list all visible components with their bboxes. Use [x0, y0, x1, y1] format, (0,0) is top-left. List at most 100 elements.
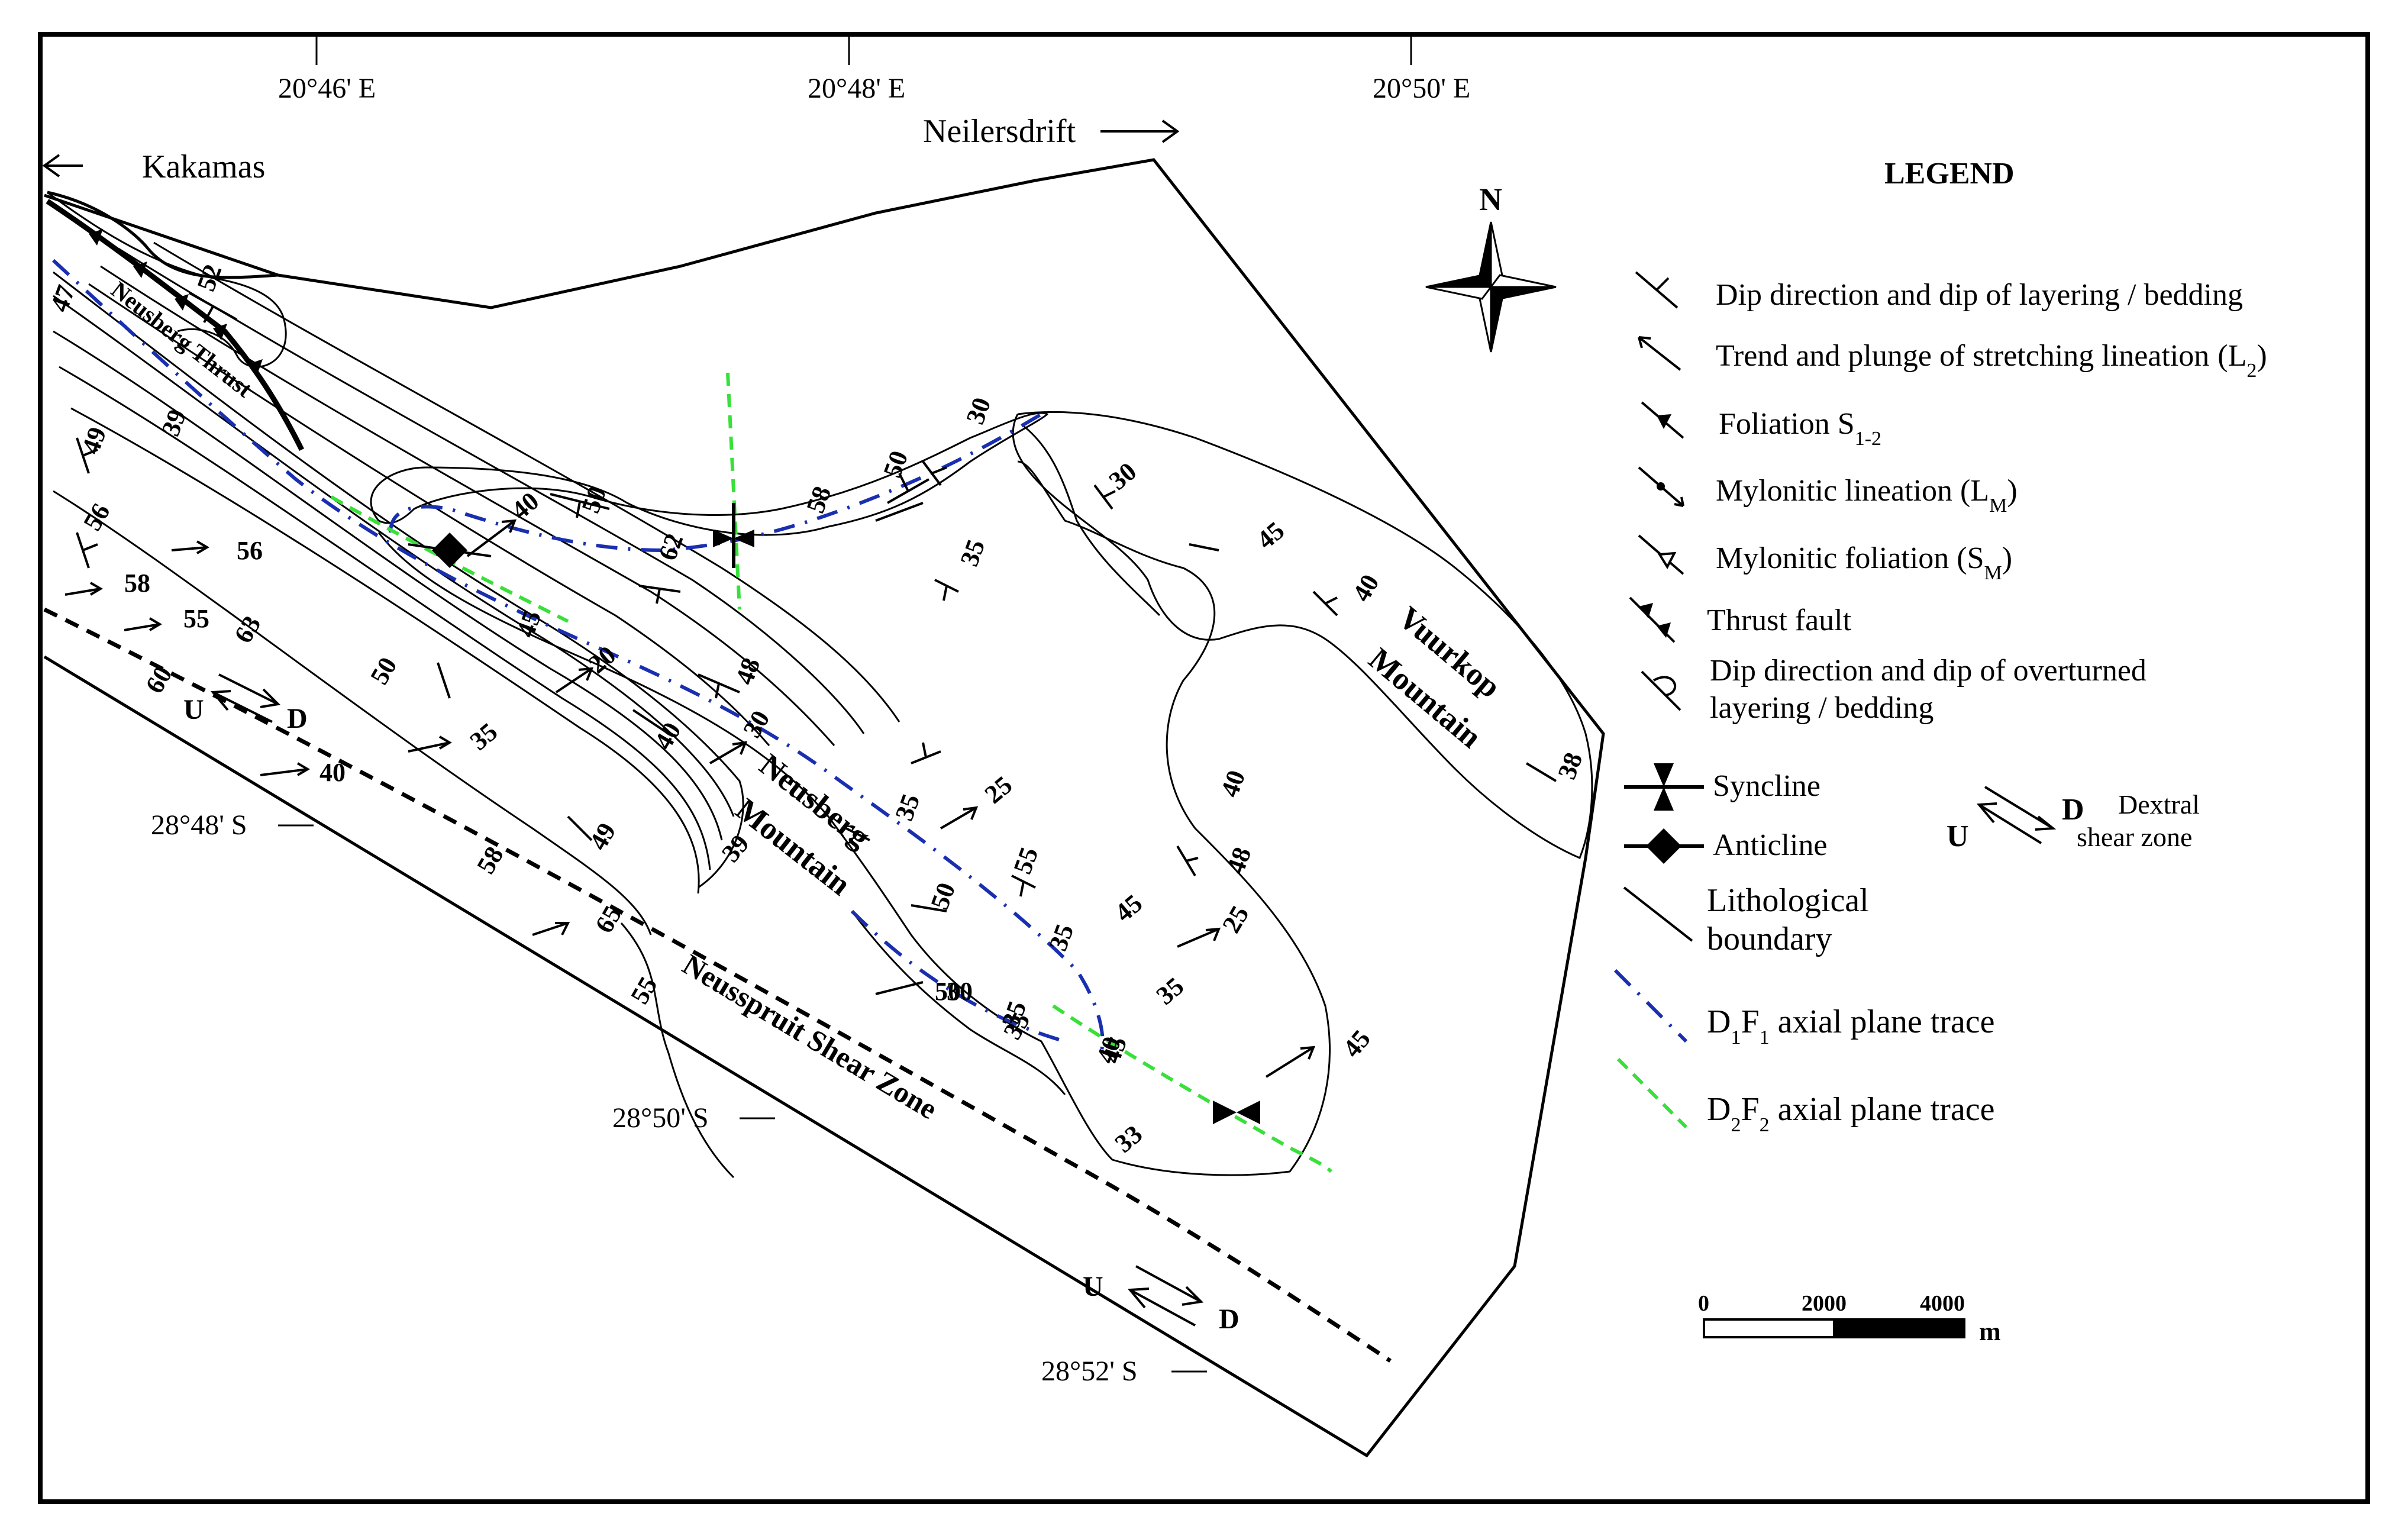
legend-foliation-text: Foliation S: [1719, 407, 1855, 441]
measurement: 35: [1043, 920, 1079, 954]
legend-mylonitic-lin-sub: M: [1989, 495, 2007, 517]
legend-d2-mid: F: [1741, 1091, 1759, 1128]
graticule: [278, 34, 1412, 1373]
latitude-50: 28°50' S: [612, 1102, 709, 1134]
measurement: 55: [183, 604, 209, 633]
measurement: 30: [737, 705, 775, 743]
legend-d1-mid: F: [1741, 1003, 1759, 1040]
measurement: 50: [935, 977, 961, 1006]
measurement: 50: [576, 482, 612, 517]
longitude-46: 20°46' E: [278, 73, 376, 104]
river-bank-top: [47, 191, 279, 279]
shear-d-west: D: [287, 703, 308, 734]
measurement: 30: [960, 393, 996, 428]
measurement: 56: [237, 536, 263, 565]
legend-litho-2: boundary: [1707, 921, 1832, 957]
legend-d2-sub2: 2: [1760, 1114, 1770, 1136]
latitude-52: 28°52' S: [1041, 1356, 1138, 1387]
legend-dextral-2: shear zone: [2077, 822, 2192, 852]
legend-anticline: Anticline: [1713, 828, 1828, 862]
north-label: N: [1479, 182, 1502, 217]
measurement: 45: [1337, 1024, 1376, 1063]
legend-dip-bedding-symbol: [1635, 271, 1679, 309]
legend-overturned-symbol: [1641, 670, 1681, 711]
d2-axial-trace-1: [726, 372, 741, 610]
d1-axial-trace-1: [51, 259, 1105, 1054]
legend-syncline: Syncline: [1713, 769, 1820, 803]
measurement: 40: [1215, 766, 1251, 801]
vuurkop-mountain-outline: [1012, 411, 1593, 859]
legend-thrust: Thrust fault: [1707, 604, 1852, 637]
measurement: 45: [1109, 889, 1148, 928]
measurement: 25: [979, 770, 1018, 809]
north-arrow: [1425, 221, 1557, 353]
measurement: 58: [471, 841, 509, 879]
vuurkop-inner-outline: [1023, 425, 1161, 617]
measurement: 48: [1221, 843, 1257, 877]
river-bank-inner: [47, 191, 287, 368]
legend-d1-sub2: 1: [1760, 1027, 1770, 1048]
measurement: 48: [729, 654, 766, 688]
d1-axial-trace-3: [850, 909, 1066, 1043]
legend-d2-sub1: 2: [1731, 1114, 1741, 1136]
measurement: 65: [589, 901, 627, 938]
lithological-belt: [53, 241, 900, 1179]
legend-dextral-d: D: [2062, 793, 2084, 827]
legend-mylonitic-lin-text: Mylonitic lineation (L: [1716, 474, 1989, 508]
measurement: 25: [1216, 901, 1254, 938]
legend-stretching-text: Trend and plunge of stretching lineation: [1716, 339, 2209, 373]
shear-sense-east: [1127, 1265, 1204, 1327]
kakamas-arrow: [42, 154, 83, 178]
measurement: 35: [889, 790, 925, 824]
legend-stretching-close: ): [2257, 339, 2267, 373]
legend-overturned-2: layering / bedding: [1710, 691, 1933, 725]
legend-title: LEGEND: [1884, 157, 2015, 191]
measurement: 30: [1103, 457, 1142, 496]
map-syncline-1: [713, 503, 754, 568]
legend-foliation-symbol: [1641, 401, 1684, 439]
shear-d-east: D: [1219, 1303, 1239, 1335]
neusberg-mountain-outline: [377, 460, 1331, 1176]
legend-d2-symbol: [1616, 1057, 1688, 1129]
shear-sense-west: [210, 673, 281, 723]
legend-litho-1: Lithological: [1707, 882, 1869, 919]
legend-foliation: Foliation S1-2: [1719, 407, 1881, 450]
legend-d1-tail: axial plane trace: [1770, 1003, 1995, 1040]
measurement: 35: [1151, 972, 1189, 1011]
neusberg-thrust-label: Neusberg Thrust: [106, 276, 257, 403]
map-syncline-2: [1213, 1101, 1260, 1124]
legend-d2-main: D: [1707, 1091, 1731, 1128]
legend-stretching-sym: (L: [2217, 339, 2246, 373]
d1-axial-trace-2: [389, 412, 1042, 553]
neusberg-lower-outline: [851, 911, 1066, 1095]
legend-mylonitic-fol-text: Mylonitic foliation (S: [1716, 541, 1984, 575]
shear-u-east: U: [1083, 1271, 1103, 1302]
legend-dextral-symbol: [1976, 786, 2057, 844]
legend-mylonitic-lineation-symbol: [1638, 466, 1684, 507]
legend-mylonitic-foliation: Mylonitic foliation (SM): [1716, 541, 2012, 584]
study-area-boundary: [43, 158, 1605, 1458]
legend-mylonitic-lin-close: ): [2007, 474, 2017, 508]
legend-dextral-u: U: [1947, 819, 1969, 853]
neusspruit-label: Neusspruit Shear Zone: [677, 947, 943, 1125]
scale-bar: [1703, 1318, 1965, 1338]
measurement: 38: [1552, 748, 1588, 783]
legend-dextral-1: Dextral: [2118, 789, 2200, 819]
legend-mylonitic-foliation-symbol: [1638, 534, 1684, 575]
legend-thrust-symbol: [1629, 596, 1676, 643]
neusberg-upper-lobe: [370, 412, 1049, 536]
d2-axial-trace-3: [1052, 1004, 1333, 1173]
legend-mylonitic-fol-close: ): [2002, 541, 2012, 575]
neilersdrift-label: Neilersdrift: [923, 113, 1076, 150]
thrust-teeth: [89, 229, 263, 376]
legend-d1-sub1: 1: [1731, 1027, 1741, 1048]
measurement: 40: [319, 758, 346, 787]
measurement: 45: [511, 606, 547, 641]
legend-syncline-symbol: [1624, 763, 1704, 811]
neilersdrift-arrow: [1100, 120, 1180, 143]
legend-stretching-symbol: [1638, 336, 1681, 371]
legend-litho-symbol: [1623, 886, 1693, 942]
measurement: 39: [716, 829, 755, 867]
measurement: 30: [947, 977, 973, 1006]
neusspruit-shear-zone: [43, 607, 1392, 1363]
